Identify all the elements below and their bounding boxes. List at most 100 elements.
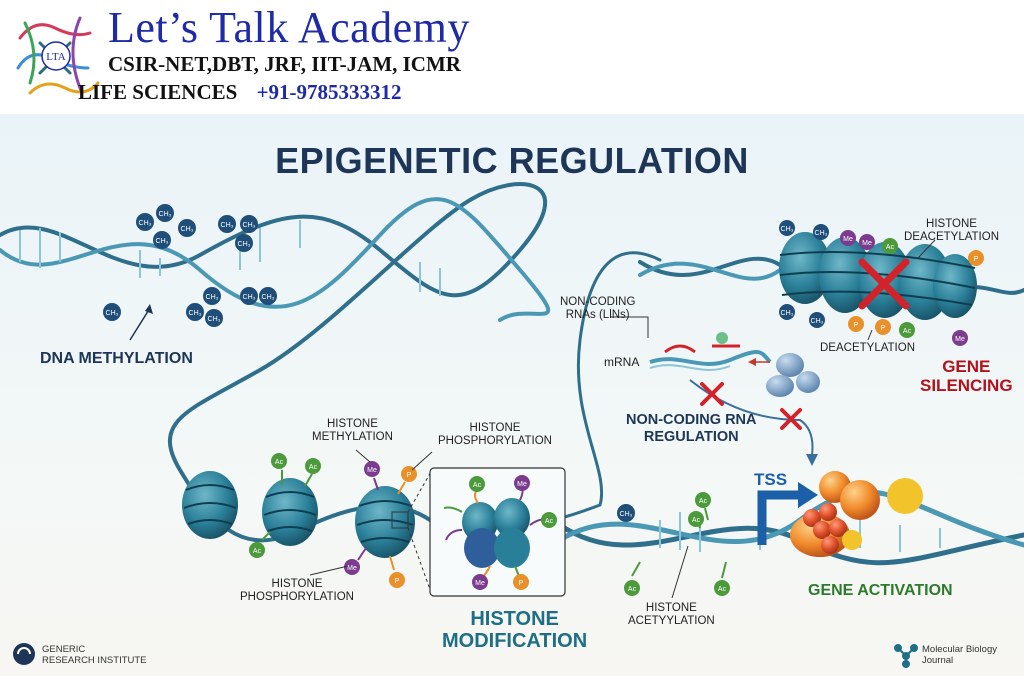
svg-text:CH₃: CH₃: [620, 511, 633, 518]
acetyl-tag: Ac: [624, 561, 641, 596]
nucleosome-row: [182, 471, 415, 558]
label-gene-activation: GENE ACTIVATION: [808, 582, 953, 599]
svg-text:P: P: [395, 578, 400, 585]
svg-text:P: P: [854, 322, 859, 329]
svg-text:Ac: Ac: [886, 244, 895, 251]
label-dna-methylation: DNA METHYLATION: [40, 350, 193, 367]
svg-text:CH₃: CH₃: [238, 241, 251, 248]
ch3-tag: CH₃: [205, 309, 223, 327]
svg-text:CH₃: CH₃: [811, 318, 824, 325]
acetyl-tag: Ac: [271, 453, 287, 485]
phospho-tag: P: [875, 319, 891, 335]
acetyl-tag: Ac: [249, 531, 271, 558]
svg-text:CH₃: CH₃: [815, 230, 828, 237]
ch3-tag: CH₃: [235, 234, 253, 252]
svg-text:Ac: Ac: [628, 586, 637, 593]
phospho-tag: P: [397, 466, 417, 495]
svg-text:Ac: Ac: [692, 517, 701, 524]
label-histone-deacetylation: HISTONE DEACETYLATION: [904, 218, 999, 243]
ncrna-strand: [664, 344, 696, 354]
ch3-tag: CH₃: [218, 215, 236, 233]
ch3-tag: CH₃: [203, 287, 221, 305]
diagram-title: EPIGENETIC REGULATION: [275, 140, 749, 181]
ch3-tag: CH₃: [186, 303, 204, 321]
acetyl-tag: Ac: [882, 238, 898, 254]
protein-blob: [776, 353, 804, 377]
acetyl-tag: Ac: [714, 561, 730, 596]
ch3-tag: CH₃: [178, 219, 196, 237]
svg-text:CH₃: CH₃: [139, 220, 152, 227]
svg-text:CH₃: CH₃: [208, 316, 221, 323]
block-x-icon: [858, 258, 910, 310]
academy-logo: LTA: [16, 16, 100, 95]
acetyl-tag: Ac: [529, 512, 557, 528]
svg-text:Ac: Ac: [275, 459, 284, 466]
svg-text:CH₃: CH₃: [262, 294, 275, 301]
label-gene-silencing: GENE SILENCING: [920, 357, 1013, 395]
phospho-tag: P: [848, 316, 864, 332]
zoom-box: [391, 511, 409, 529]
journal-logo-icon: [894, 644, 918, 668]
svg-text:CH₃: CH₃: [206, 294, 219, 301]
svg-text:CH₃: CH₃: [189, 310, 202, 317]
label-tss: TSS: [754, 470, 788, 489]
logo-text: LTA: [46, 51, 66, 63]
acetyl-tag: Ac: [695, 492, 711, 521]
svg-text:Ac: Ac: [545, 518, 554, 525]
arrowhead-icon: [748, 358, 756, 366]
histone-tags: Ac Ac Ac Me P Me P: [249, 453, 417, 588]
svg-text:Ac: Ac: [718, 586, 727, 593]
academy-contact-line: LIFE SCIENCES +91-9785333312: [78, 80, 402, 105]
methyl-tag: Me: [859, 234, 875, 250]
svg-text:Me: Me: [955, 336, 965, 343]
svg-text:Me: Me: [347, 565, 357, 572]
label-histone-methylation: HISTONE METHYLATION: [312, 418, 393, 443]
acetyl-tag: Ac: [304, 458, 321, 487]
svg-text:Ac: Ac: [473, 482, 482, 489]
svg-text:Ac: Ac: [309, 464, 318, 471]
phospho-tag: P: [968, 250, 984, 266]
dna-methyl-tags: CH₃ CH₃ CH₃ CH₃ CH₃ CH₃ CH₃ CH₃ CH₃ CH₃ …: [103, 204, 635, 522]
silencing-tags: CH₃ CH₃ Me Me Ac P CH₃ CH₃ P P Ac Me: [779, 220, 984, 346]
svg-text:Me: Me: [843, 236, 853, 243]
block-x-icon: [780, 408, 802, 430]
svg-text:CH₃: CH₃: [781, 310, 794, 317]
svg-text:P: P: [881, 325, 886, 332]
transcription-complex: [790, 471, 923, 557]
academy-exams: CSIR-NET,DBT, JRF, IIT-JAM, ICMR: [108, 52, 461, 76]
academy-subject: LIFE SCIENCES: [78, 80, 238, 104]
protein-blob: [796, 371, 820, 393]
ch3-tag: CH₃: [240, 215, 258, 233]
svg-text:CH₃: CH₃: [156, 238, 169, 245]
institute-logo-icon: [13, 643, 35, 665]
phospho-tag: P: [513, 565, 529, 590]
svg-text:Ac: Ac: [253, 548, 262, 555]
ch3-tag: CH₃: [809, 312, 825, 328]
svg-text:Me: Me: [517, 481, 527, 488]
label-histone-phosphorylation-bottom: HISTONE PHOSPHORYLATION: [240, 578, 354, 603]
condensed-chromatin: [779, 232, 977, 320]
ncrna-mechanism: [610, 316, 820, 466]
svg-text:CH₃: CH₃: [159, 211, 172, 218]
svg-text:CH₃: CH₃: [106, 310, 119, 317]
svg-text:P: P: [974, 256, 979, 263]
mrna-strand: [649, 350, 772, 366]
label-mrna: mRNA: [604, 355, 640, 369]
histone-modification-inset: Ac Me Ac Me P: [429, 467, 566, 597]
svg-text:CH₃: CH₃: [781, 226, 794, 233]
svg-text:Me: Me: [862, 240, 872, 247]
nucleosome: [262, 478, 318, 546]
svg-text:CH₃: CH₃: [221, 222, 234, 229]
dna-base-pairs: [19, 220, 941, 552]
tss-arrow-icon: [757, 490, 800, 545]
academy-header: LTA Let’s Talk Academy CSIR-NET,DBT, JRF…: [0, 0, 1024, 114]
label-histone-phosphorylation-top: HISTONE PHOSPHORYLATION: [438, 422, 552, 447]
protein-blob: [766, 375, 794, 397]
zoom-line: [407, 469, 433, 513]
methyl-tag: Me: [840, 230, 856, 246]
rna-bound-protein: [716, 332, 728, 344]
svg-text:Me: Me: [475, 580, 485, 587]
svg-text:Ac: Ac: [903, 328, 912, 335]
methyl-tag: Me: [364, 461, 380, 491]
